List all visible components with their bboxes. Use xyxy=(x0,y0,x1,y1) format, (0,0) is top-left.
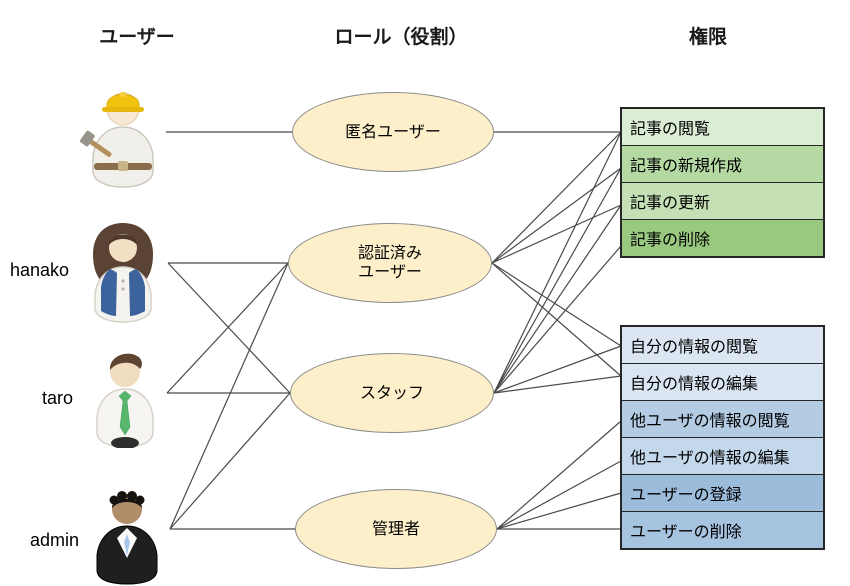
role-ellipse-staff: スタッフ xyxy=(290,353,494,433)
edge-authenticated-to-own_info_view xyxy=(491,262,622,347)
edge-admin_role-to-other_info_edit xyxy=(496,460,622,530)
permission-box-other_info_edit: 他ユーザの情報の編集 xyxy=(621,437,824,475)
role-ellipse-admin_role: 管理者 xyxy=(295,489,497,569)
role-label-staff: スタッフ xyxy=(359,384,424,402)
role-label-authenticated: 認証済みユーザー xyxy=(357,245,422,281)
edge-staff-to-article_view xyxy=(493,131,622,394)
role-label-admin_role: 管理者 xyxy=(371,520,420,538)
businessman-black-suit-icon xyxy=(84,486,170,585)
woman-person-icon xyxy=(79,221,167,323)
permission-box-own_info_view: 自分の情報の閲覧 xyxy=(621,326,824,364)
column-header-roles: ロール（役割） xyxy=(334,27,468,48)
edge-admin-to-staff xyxy=(169,392,291,530)
woman-person-icon xyxy=(93,223,153,323)
edge-admin_role-to-other_info_view xyxy=(496,420,622,530)
permission-box-article_create: 記事の新規作成 xyxy=(621,145,824,183)
construction-worker-icon xyxy=(80,84,166,190)
permission-box-user_register: ユーザーの登録 xyxy=(621,474,824,512)
role-label-anonymous: 匿名ユーザー xyxy=(345,123,441,141)
permission-box-article_delete: 記事の削除 xyxy=(621,219,824,257)
edge-admin-to-authenticated xyxy=(169,262,289,530)
construction-worker-icon xyxy=(80,92,154,188)
permission-box-user_delete: ユーザーの削除 xyxy=(621,511,824,549)
businessman-black-suit-icon xyxy=(96,491,158,585)
permission-box-article_view: 記事の閲覧 xyxy=(621,108,824,146)
user-label-taro: taro xyxy=(42,388,74,408)
role-ellipse-anonymous: 匿名ユーザー xyxy=(292,92,494,172)
user-label-hanako: hanako xyxy=(10,260,70,280)
permission-box-article_update: 記事の更新 xyxy=(621,182,824,220)
edge-hanako-to-staff xyxy=(167,262,291,394)
permission-box-own_info_edit: 自分の情報の編集 xyxy=(621,363,824,401)
column-header-users: ユーザー xyxy=(99,27,175,48)
edge-staff-to-own_info_edit xyxy=(493,375,622,394)
businessman-green-tie-icon xyxy=(83,347,167,449)
edge-authenticated-to-article_create xyxy=(491,167,622,264)
edge-authenticated-to-article_update xyxy=(491,204,622,264)
edge-authenticated-to-own_info_edit xyxy=(491,262,622,377)
edge-taro-to-authenticated xyxy=(166,262,289,394)
edge-staff-to-own_info_view xyxy=(493,345,622,394)
permission-box-other_info_view: 他ユーザの情報の閲覧 xyxy=(621,400,824,438)
edge-staff-to-article_update xyxy=(493,204,622,394)
role-ellipse-authenticated: 認証済みユーザー xyxy=(288,223,492,303)
edge-admin_role-to-user_register xyxy=(496,492,622,530)
edge-staff-to-article_delete xyxy=(493,245,622,394)
businessman-green-tie-icon xyxy=(96,353,154,449)
edge-authenticated-to-article_view xyxy=(491,131,622,264)
column-header-permissions: 権限 xyxy=(688,27,728,48)
edge-staff-to-article_create xyxy=(493,167,622,394)
user-label-admin: admin xyxy=(30,530,80,550)
